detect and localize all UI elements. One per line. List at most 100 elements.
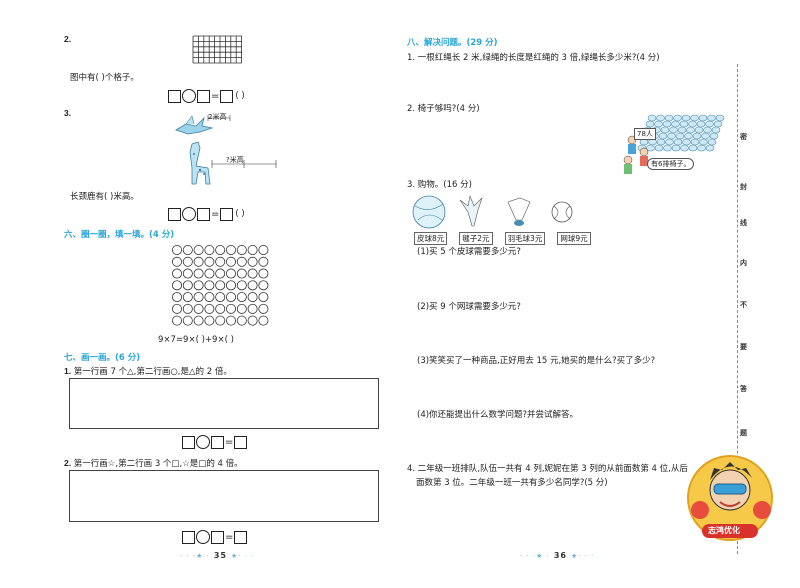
circle-item [172,280,182,291]
chair-icon [688,144,698,152]
operator-circle[interactable] [182,207,196,221]
bird-illustration [175,115,231,135]
chair-icon [705,120,714,128]
seal-char: 密 [740,133,747,141]
section-7-q1: 1. 第一行画 7 个△,第二行画○,是△的 2 倍。 [64,365,232,377]
circle-item [204,303,215,314]
answer-box[interactable] [182,530,195,544]
page-footer-right: · · ·★ ·36 ★· · · [520,551,594,560]
answer-box[interactable] [197,89,210,103]
price-tags: 皮球8元 毽子2元 羽毛球3元 网球9元 [414,232,591,245]
chair-icon [711,126,721,134]
circle-item [226,256,237,267]
answer-box[interactable] [182,435,195,449]
q1-number: 1. [64,366,72,376]
q8-3-4: (4)你还能提出什么数学问题?并尝试解答。 [417,410,579,420]
circle-item [182,256,193,267]
chair-icon [705,144,715,152]
chair-icon [684,132,693,140]
drawing-area-1[interactable] [69,378,379,429]
answer-box[interactable] [211,530,224,544]
footer-deco: · · ·★ · [520,552,550,560]
answer-box[interactable] [234,530,248,544]
circle-item [172,245,182,255]
seal-char: 题 [740,429,747,437]
chair-icon [682,138,691,146]
circle-item [215,280,226,291]
chair-icon [645,120,655,128]
circle-item [204,268,215,279]
q1-text: 第一行画 7 个△,第二行画○,是△的 2 倍。 [73,367,232,377]
q8-4-line1: 4. 二年级一班排队,队伍一共有 4 列,妮妮在第 3 列的从前面数第 4 位,… [407,464,688,474]
seal-line [737,64,738,554]
section-6-equation: 9×7=9×( )+9×( ) [158,335,234,345]
price-tag: 网球9元 [557,232,591,245]
answer-box[interactable] [234,435,248,449]
answer-box[interactable] [220,89,234,103]
chair-icon [658,132,668,140]
page-footer-left: · · ·★ ·35★· · · [180,551,254,560]
operator-circle[interactable] [182,89,196,103]
price-tag: 羽毛球3元 [504,232,546,245]
chair-icon [673,114,682,122]
circle-item [247,292,258,303]
equation-blank-7-1: = [182,435,248,449]
chair-icon [707,114,716,122]
section-7-title: 七、画一画。(6 分) [64,353,141,363]
chair-icon [690,114,699,122]
q8-1: 1. 一根红绳长 2 米,绿绳的长度是红绳的 3 倍,绿绳长多少米?(4 分) [407,53,660,63]
tennis-ball-icon [551,201,573,223]
shopping-items [412,194,573,229]
circle-item [226,315,237,326]
circle-item [182,268,193,279]
section-7-q2: 2. 第一行画☆,第二行画 3 个□,☆是□的 4 倍。 [64,457,243,469]
price-tag: 毽子2元 [459,232,493,245]
q8-3-1: (1)买 5 个皮球需要多少元? [417,247,521,257]
answer-box[interactable] [220,207,234,221]
circle-item [226,280,237,291]
circle-item [236,280,247,291]
operator-circle[interactable] [196,435,210,449]
chair-icon [667,132,676,140]
chair-icon [673,138,683,146]
chair-icon [680,144,689,152]
circle-item [226,303,237,314]
drawing-area-2[interactable] [69,470,379,522]
footer-deco: ★· · · [231,552,255,560]
q8-3-3: (3)笑笑买了一种商品,正好用去 15 元,她买的是什么?买了多少? [417,356,656,366]
equation-blank-7-2: = [182,530,248,544]
chair-icon [660,126,670,134]
section-6-title: 六、圈一圈，填一填。(4 分) [64,230,175,240]
chair-icon [696,120,706,128]
operator-circle[interactable] [196,530,210,544]
q3-number: 3. [64,108,72,118]
q2-text: 第一行画☆,第二行画 3 个□,☆是□的 4 倍。 [73,459,243,469]
chair-icon [681,114,691,122]
grid-figure [192,35,242,64]
footer-deco: ★· · · [571,552,595,560]
answer-box[interactable] [197,207,210,221]
people-bubble: 78人 [634,128,656,140]
q8-2: 2. 椅子够吗?(4 分) [407,104,480,114]
circle-item [247,268,258,279]
circle-item [247,303,258,314]
circle-item [258,280,269,291]
unit-paren: ( ) [235,91,245,101]
chair-icon [656,138,666,146]
answer-box[interactable] [168,207,181,221]
answer-box[interactable] [211,435,224,449]
q2-number: 2. [64,458,72,468]
chair-icon [664,114,674,122]
q2-number: 2. [64,34,72,44]
circle-item [172,292,182,303]
circle-item [172,268,182,279]
chair-icon [656,114,665,122]
chair-icon [686,126,695,134]
circle-item [247,315,258,326]
answer-box[interactable] [168,89,181,103]
q8-4-line2: 面数第 3 位。二年级一班一共有多少名同学?(5 分) [416,478,608,488]
equation-blank-q3: = ( ) [168,207,245,221]
circle-item [172,303,182,314]
circle-item [204,315,215,326]
page-number: 36 [553,551,567,560]
